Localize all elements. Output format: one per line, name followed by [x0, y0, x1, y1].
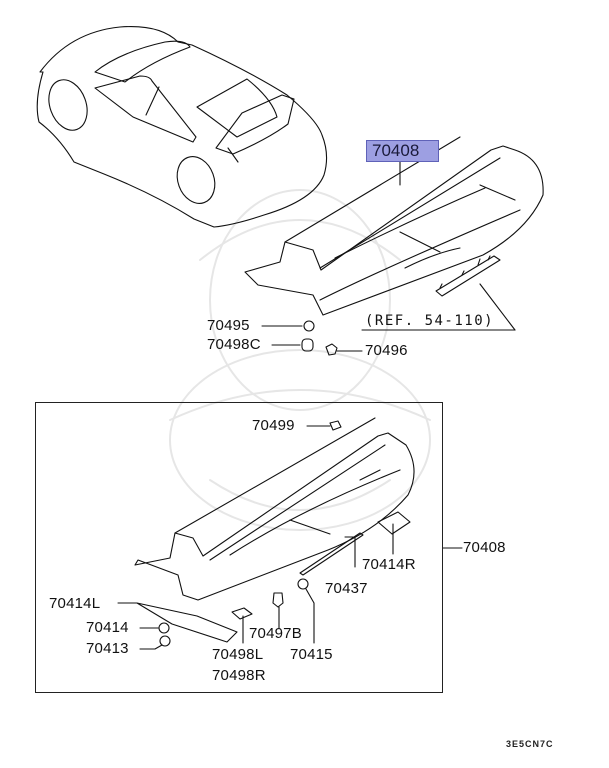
part-label-70414[interactable]: 70414 — [86, 619, 129, 636]
part-label-70414r[interactable]: 70414R — [362, 556, 416, 573]
part-label-70495[interactable]: 70495 — [207, 317, 250, 334]
part-label-70414l[interactable]: 70414L — [49, 595, 101, 612]
watermark-emblem — [169, 189, 431, 531]
leader-line — [344, 536, 356, 568]
nut-icon — [158, 622, 170, 634]
highlighted-part-label[interactable]: 70408 — [366, 140, 439, 162]
part-label-70498c[interactable]: 70498C — [207, 336, 261, 353]
bolt-grommet-icon — [303, 320, 315, 332]
diagram-code: 3E5CN7C — [506, 739, 554, 749]
part-label-70498r[interactable]: 70498R — [212, 667, 266, 684]
nut-cap-icon — [301, 338, 314, 352]
part-label-70437[interactable]: 70437 — [325, 580, 368, 597]
part-label-70415[interactable]: 70415 — [290, 646, 333, 663]
part-label-70498l[interactable]: 70498L — [212, 646, 264, 663]
leader-line — [139, 644, 163, 650]
leader-line — [305, 588, 315, 644]
rear-spoiler-icon — [244, 136, 544, 316]
spacer-icon — [297, 578, 309, 590]
part-label-70413[interactable]: 70413 — [86, 640, 129, 657]
screw-icon — [329, 420, 342, 431]
part-label-70499[interactable]: 70499 — [252, 417, 295, 434]
car-icon — [36, 26, 328, 228]
spoiler-exploded-icon — [134, 417, 415, 601]
seal-strip-icon — [299, 532, 364, 576]
grommet-icon — [272, 592, 284, 608]
part-label-70497b[interactable]: 70497B — [249, 625, 302, 642]
part-label-70496[interactable]: 70496 — [365, 342, 408, 359]
part-label-70408[interactable]: 70408 — [463, 539, 506, 556]
reference-note[interactable]: (REF. 54-110) — [365, 313, 495, 329]
pad-icon — [231, 607, 253, 620]
clip-icon — [325, 343, 338, 356]
stop-lamp-icon — [435, 255, 501, 297]
exploded-view-frame — [35, 402, 443, 693]
bracket-icon — [377, 511, 411, 535]
leader-line — [479, 283, 516, 331]
washer-icon — [159, 635, 171, 647]
bracket-icon — [136, 602, 238, 643]
